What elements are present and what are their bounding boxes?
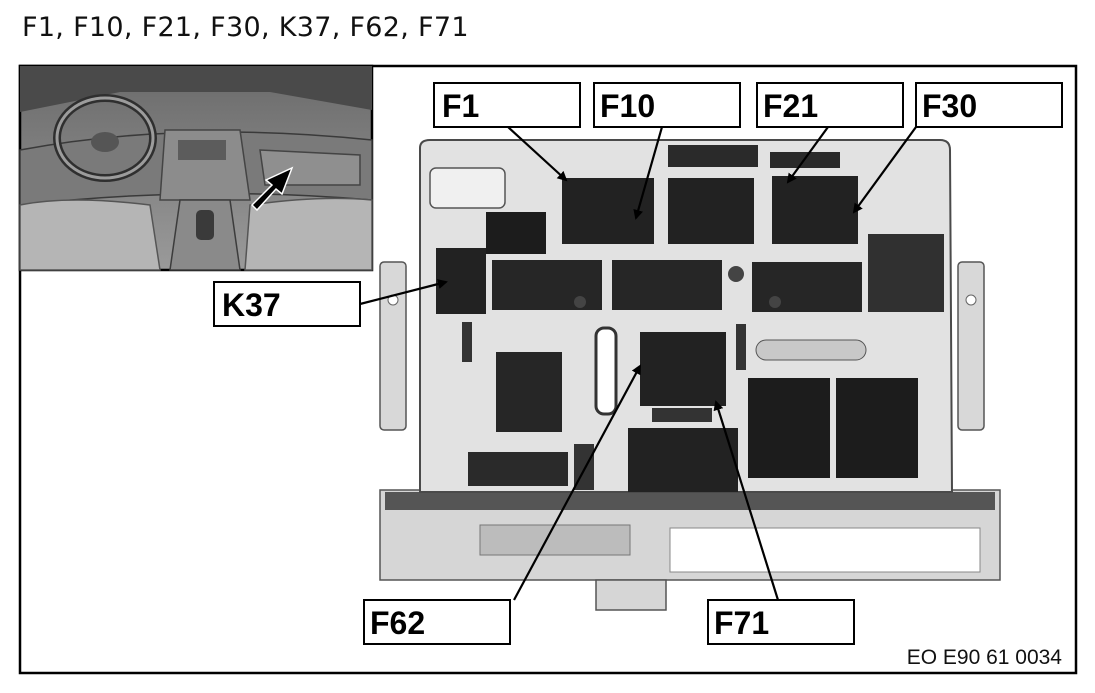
callout-k37-label: K37 <box>222 287 281 323</box>
leader-f1 <box>507 126 568 182</box>
leader-f30 <box>852 126 917 214</box>
reference-code: EO E90 61 0034 <box>907 646 1063 669</box>
callout-f71: F71 <box>707 599 855 645</box>
leader-f10 <box>633 126 664 220</box>
diagram-caption: F1, F10, F21, F30, K37, F62, F71 <box>22 12 469 43</box>
callout-f30-label: F30 <box>922 88 977 124</box>
location-arrow-icon <box>250 166 294 212</box>
leader-f71 <box>713 400 780 601</box>
callout-f30: F30 <box>915 82 1063 128</box>
callout-f10-label: F10 <box>600 88 655 124</box>
callout-f21: F21 <box>756 82 904 128</box>
callout-f1-label: F1 <box>442 88 479 124</box>
leader-arrows <box>359 126 917 601</box>
leader-k37 <box>359 279 448 306</box>
callout-f62-label: F62 <box>370 605 425 641</box>
leader-f21 <box>786 126 829 184</box>
callout-f10: F10 <box>593 82 741 128</box>
callout-f21-label: F21 <box>763 88 818 124</box>
callout-k37: K37 <box>213 281 361 327</box>
car-interior-inset <box>18 64 374 272</box>
leader-f62 <box>513 364 641 601</box>
callout-f62: F62 <box>363 599 511 645</box>
callout-f71-label: F71 <box>714 605 769 641</box>
fuse-box-body <box>379 139 1001 611</box>
callout-f1: F1 <box>433 82 581 128</box>
